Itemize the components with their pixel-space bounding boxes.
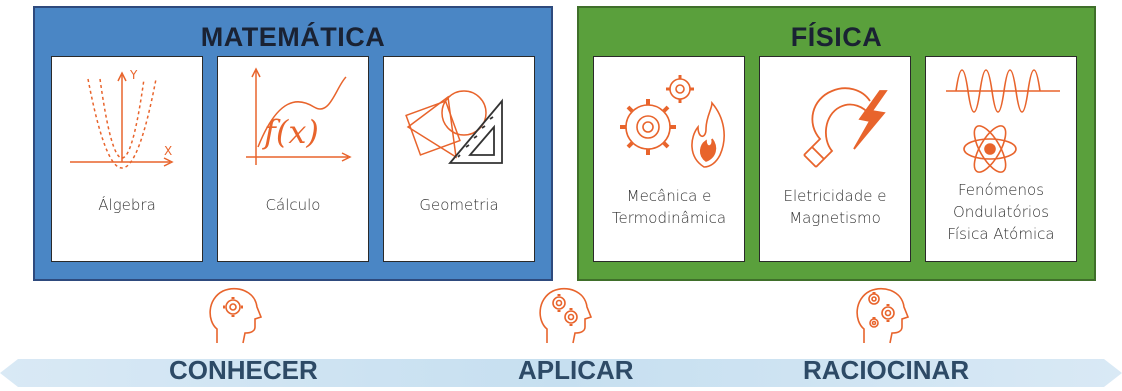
- card-label-fenomenos: Fenómenos Ondulatórios Física Atómica: [926, 179, 1076, 245]
- physics-title: FÍSICA: [790, 22, 883, 52]
- card-label-calculo: Cálculo: [265, 196, 321, 214]
- function-graph-icon: f(x): [246, 67, 352, 165]
- label-line: Fenómenos: [957, 181, 1045, 199]
- wave-atom-icon: [946, 69, 1060, 173]
- label-line: Termodinâmica: [611, 209, 727, 227]
- physics-panel: FÍSICA: [577, 6, 1096, 281]
- magnet-lightning-icon: [803, 87, 888, 168]
- card-geometria: Geometria: [383, 56, 535, 262]
- head-three-gears-icon: [856, 287, 910, 344]
- card-label-algebra: Álgebra: [98, 196, 156, 214]
- gears-flame-icon: [620, 75, 725, 168]
- label-line: Eletricidade e: [783, 187, 887, 205]
- card-label-eletricidade: Eletricidade e Magnetismo: [760, 185, 910, 229]
- card-algebra: Y X Álgebra: [51, 56, 203, 262]
- label-line: Magnetismo: [789, 209, 881, 227]
- geometry-tools-icon: [405, 90, 503, 164]
- parabola-graph-icon: Y X: [70, 68, 174, 169]
- card-calculo: f(x) Cálculo: [217, 56, 369, 262]
- stage-label-conhecer: CONHECER: [169, 355, 318, 385]
- card-label-mecanica: Mecânica e Termodinâmica: [594, 185, 744, 229]
- label-line: Física Atómica: [947, 225, 1055, 243]
- mathematics-title: MATEMÁTICA: [200, 22, 386, 52]
- card-eletricidade: Eletricidade e Magnetismo: [759, 56, 911, 262]
- label-line: Mecânica e: [626, 187, 712, 205]
- label-line: Ondulatórios: [952, 203, 1050, 221]
- head-two-gears-icon: [539, 287, 593, 344]
- stage-label-aplicar: APLICAR: [518, 355, 634, 385]
- card-mecanica: Mecânica e Termodinâmica: [593, 56, 745, 262]
- svg-text:X: X: [164, 144, 172, 158]
- stage-label-raciocinar: RACIOCINAR: [803, 355, 970, 385]
- svg-text:Y: Y: [129, 68, 138, 82]
- card-fenomenos: Fenómenos Ondulatórios Física Atómica: [925, 56, 1077, 262]
- card-label-geometria: Geometria: [419, 196, 499, 214]
- mathematics-panel: MATEMÁTICA Y X Álgebra f(x: [33, 6, 553, 281]
- svg-text:f(x): f(x): [262, 113, 319, 151]
- head-one-gear-icon: [209, 287, 263, 344]
- progression-arrow: [0, 359, 1122, 387]
